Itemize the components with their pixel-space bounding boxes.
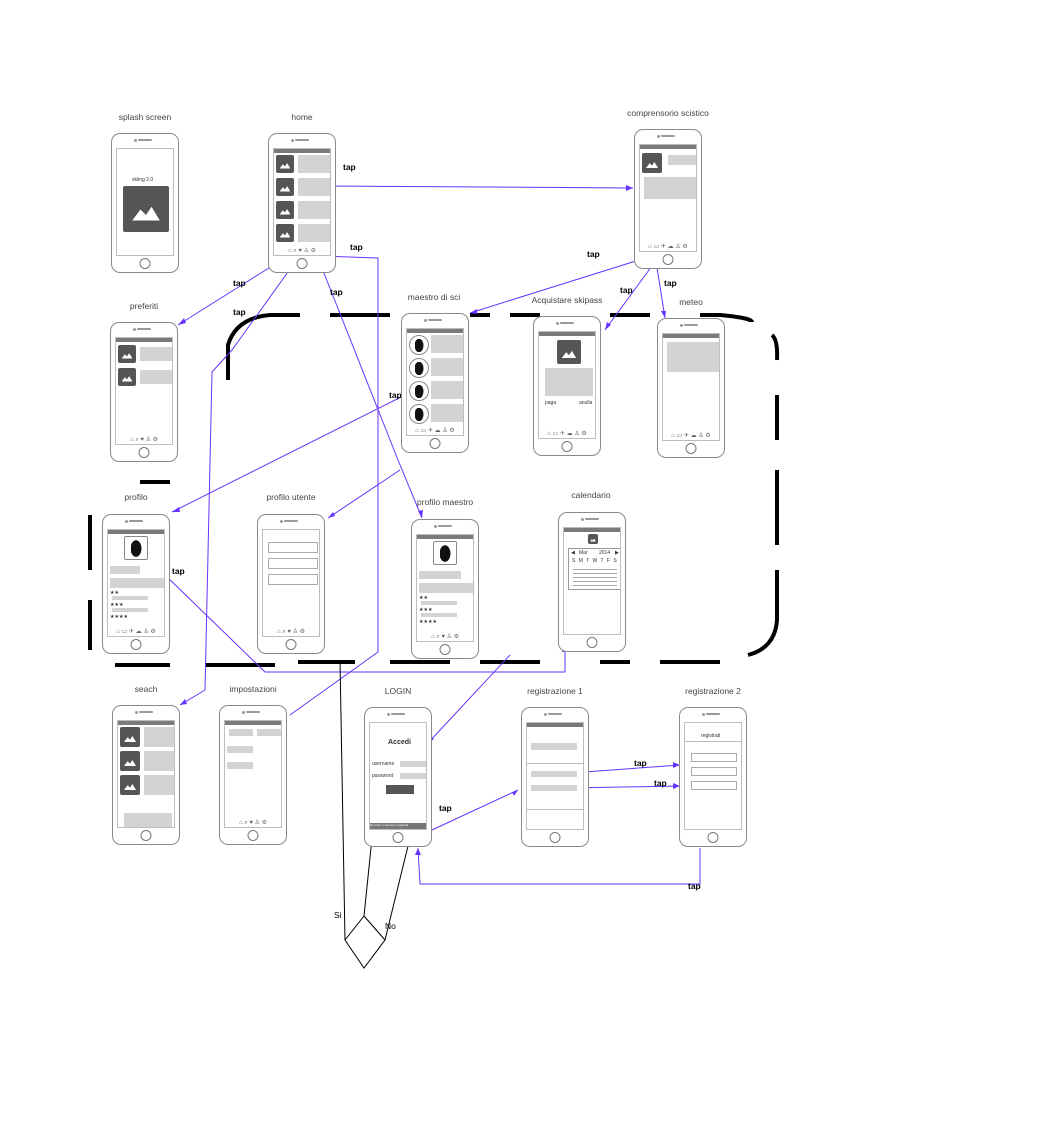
phone-preferiti: ⌂ ⌕ ♥ ♙ ⚙ bbox=[110, 322, 178, 462]
password-label: password bbox=[372, 773, 394, 779]
image-icon bbox=[120, 775, 140, 795]
pay-button: pagа bbox=[545, 400, 557, 406]
calendar-widget: ◀ Mar 2014 ▶ S M T W T F S bbox=[568, 548, 620, 590]
label-skipass: Acquistare skipass bbox=[531, 295, 603, 305]
tab-bar: ⌂ ▭ ✈ ☁ ♙ ⚙ bbox=[116, 629, 156, 635]
decision-no-label: No bbox=[385, 921, 396, 931]
tab-bar: ⌂ ⌕ ♥ ♙ ⚙ bbox=[277, 628, 305, 635]
phone-profilo-maestro: ★★ ★★★ ★★★★ ⌂ ⌕ ♥ ♙ ⚙ bbox=[411, 519, 479, 659]
tap-label: tap bbox=[350, 242, 363, 252]
tap-label: tap bbox=[233, 278, 246, 288]
register-footer: Non hai un account registrati bbox=[370, 823, 426, 829]
app-title: skiing 2.0 bbox=[132, 177, 154, 183]
label-calendario: calendario bbox=[571, 490, 611, 500]
username-label: username bbox=[372, 761, 395, 767]
image-icon bbox=[120, 751, 140, 771]
home-button bbox=[139, 258, 151, 269]
register-title: registrati bbox=[701, 733, 721, 739]
phone-login: Accedi username password Non hai un acco… bbox=[364, 707, 432, 847]
phone-profilo-utente: ⌂ ⌕ ♥ ♙ ⚙ bbox=[257, 514, 325, 654]
tap-label: tap bbox=[389, 390, 402, 400]
tap-label: tap bbox=[439, 803, 452, 813]
tab-bar: ⌂ ▭ ✈ ☁ ♙ ⚙ bbox=[671, 433, 711, 439]
label-seach: seach bbox=[134, 684, 158, 694]
avatar-icon bbox=[409, 358, 429, 378]
image-icon bbox=[642, 153, 662, 173]
tap-label: tap bbox=[343, 162, 356, 172]
tap-label: tap bbox=[233, 307, 246, 317]
tap-label: tap bbox=[330, 287, 343, 297]
tap-label: tap bbox=[688, 881, 701, 891]
profile-picture-icon bbox=[124, 536, 148, 560]
phone-seach bbox=[112, 705, 180, 845]
image-icon bbox=[118, 345, 136, 363]
label-home: home bbox=[291, 112, 313, 122]
profile-picture-icon bbox=[433, 541, 457, 565]
label-splash-screen: splash screen bbox=[118, 112, 172, 122]
label-login: LOGIN bbox=[384, 686, 412, 696]
avatar-icon bbox=[409, 335, 429, 355]
image-icon bbox=[276, 201, 294, 219]
image-icon bbox=[276, 178, 294, 196]
phone-maestro-sci: ⌂ ▭ ✈ ☁ ♙ ⚙ bbox=[401, 313, 469, 453]
tap-label: tap bbox=[634, 758, 647, 768]
image-icon bbox=[120, 727, 140, 747]
calendar-icon bbox=[588, 534, 598, 544]
avatar-icon bbox=[409, 381, 429, 401]
image-icon bbox=[118, 368, 136, 386]
image-icon bbox=[276, 224, 294, 242]
tab-bar: ⌂ ▭ ✈ ☁ ♙ ⚙ bbox=[648, 244, 688, 250]
label-profilo: profilo bbox=[124, 492, 148, 502]
image-icon bbox=[557, 340, 581, 364]
tap-label: tap bbox=[587, 249, 600, 259]
label-preferiti: preferiti bbox=[129, 301, 159, 311]
phone-calendario: ◀ Mar 2014 ▶ S M T W T F S bbox=[558, 512, 626, 652]
cancel-button: anulla bbox=[579, 400, 593, 406]
avatar-icon bbox=[409, 404, 429, 424]
phone-registrazione2: registrati bbox=[679, 707, 747, 847]
tab-bar: ⌂ ⌕ ♥ ♙ ⚙ bbox=[239, 819, 267, 826]
tap-label: tap bbox=[620, 285, 633, 295]
decision-yes-label: Si bbox=[334, 910, 342, 920]
label-profilo-utente: profilo utente bbox=[266, 492, 316, 502]
label-impostazioni: impostazioni bbox=[229, 684, 277, 694]
tab-bar: ⌂ ⌕ ♥ ♙ ⚙ bbox=[431, 633, 459, 640]
tab-bar: ⌂ ▭ ✈ ☁ ♙ ⚙ bbox=[547, 431, 587, 437]
tab-bar: ⌂ ▭ ✈ ☁ ♙ ⚙ bbox=[415, 428, 455, 434]
phone-registrazione1 bbox=[521, 707, 589, 847]
label-profilo-maestro: profilo maestro bbox=[416, 497, 474, 507]
tab-bar: ⌂ ⌕ ♥ ♙ ⚙ bbox=[130, 436, 158, 443]
image-icon bbox=[123, 186, 169, 232]
label-meteo: meteo bbox=[679, 297, 703, 307]
login-title: Accedi bbox=[388, 739, 411, 746]
phone-skipass: pagа anulla ⌂ ▭ ✈ ☁ ♙ ⚙ bbox=[533, 316, 601, 456]
label-registrazione2: registrazione 2 bbox=[685, 686, 741, 696]
label-maestro-sci: maestro di sci bbox=[407, 292, 461, 302]
label-registrazione1: registrazione 1 bbox=[527, 686, 583, 696]
phone-home: ⌂ ⌕ ♥ ♙ ⚙ bbox=[268, 133, 336, 273]
phone-impostazioni: ⌂ ⌕ ♥ ♙ ⚙ bbox=[219, 705, 287, 845]
tap-label: tap bbox=[664, 278, 677, 288]
label-comprensorio: comprensorio scistico bbox=[627, 108, 709, 118]
phone-splash-screen: skiing 2.0 bbox=[111, 133, 179, 273]
phone-profilo: ★★ ★★★ ★★★★ ⌂ ▭ ✈ ☁ ♙ ⚙ bbox=[102, 514, 170, 654]
phone-meteo: ⌂ ▭ ✈ ☁ ♙ ⚙ bbox=[657, 318, 725, 458]
tap-label: tap bbox=[654, 778, 667, 788]
phone-comprensorio: ⌂ ▭ ✈ ☁ ♙ ⚙ bbox=[634, 129, 702, 269]
image-icon bbox=[276, 155, 294, 173]
tab-bar: ⌂ ⌕ ♥ ♙ ⚙ bbox=[288, 247, 316, 254]
tap-label: tap bbox=[172, 566, 185, 576]
